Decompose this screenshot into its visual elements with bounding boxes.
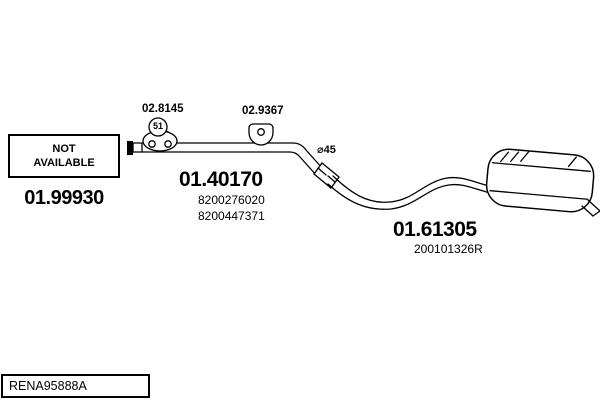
part-number-front: 01.99930 xyxy=(24,187,104,209)
tail-pipe xyxy=(581,199,600,217)
clamp-part-label: 02.8145 xyxy=(142,103,184,115)
rubber-mount-icon xyxy=(248,123,274,146)
rear-muffler xyxy=(485,148,595,213)
part-number-rear: 01.61305 xyxy=(393,218,477,241)
clamp-badge-51: 51 xyxy=(152,121,163,131)
middle-pipe xyxy=(132,142,324,177)
pipe-diameter-label: ⌀45 xyxy=(317,144,336,156)
vehicle-code-box: RENA95888A xyxy=(1,374,150,398)
coupling-sleeve xyxy=(313,162,340,189)
front-flange xyxy=(127,141,134,155)
rear-pipe xyxy=(327,175,491,210)
oem-ref-2: 8200447371 xyxy=(198,209,265,223)
not-available-line1: NOT xyxy=(52,143,76,155)
part-number-middle: 01.40170 xyxy=(179,168,263,191)
oem-ref-1: 8200276020 xyxy=(198,193,265,207)
clamp-icon xyxy=(142,117,178,152)
vehicle-code: RENA95888A xyxy=(9,379,87,393)
not-available-line2: AVAILABLE xyxy=(33,157,95,169)
not-available-box: NOT AVAILABLE xyxy=(8,134,120,178)
mount-part-label: 02.9367 xyxy=(242,105,284,117)
oem-ref-rear: 200101326R xyxy=(414,242,483,256)
